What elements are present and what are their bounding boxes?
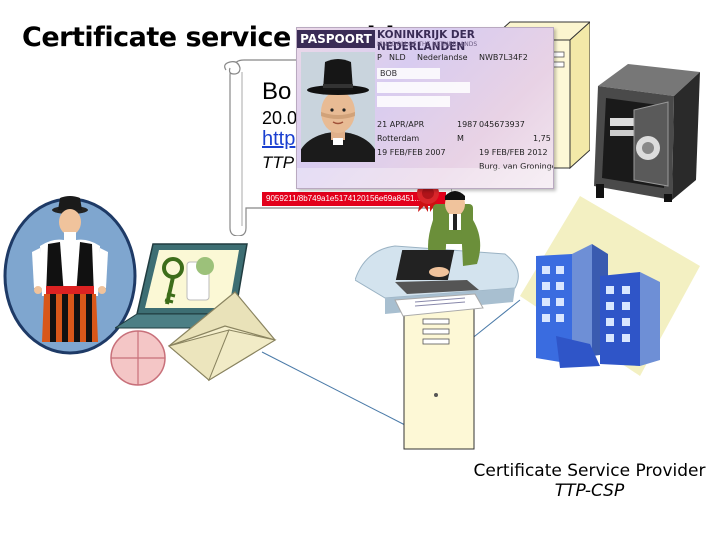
crosshair-circle-icon (110, 330, 166, 386)
passport-authority: Burg. van Groningen (479, 162, 554, 171)
passport-surname: BOB (377, 68, 440, 79)
passport-number: NWB7L34F2 (479, 53, 528, 62)
passport-blank-field (377, 96, 450, 107)
csp-caption-subtitle: TTP-CSP (554, 481, 625, 501)
passport-birthplace: Rotterdam (377, 134, 420, 143)
bob-portrait-icon (3, 196, 137, 355)
passport-country: KONINKRIJK DER NEDERLANDEN (377, 29, 475, 53)
csp-caption: Certificate Service Provider TTP-CSP (467, 461, 712, 501)
passport-code: NLD (389, 53, 406, 62)
passport-personal-number: 045673937 (479, 120, 525, 129)
office-buildings-icon (520, 196, 700, 376)
passport-expiry-date: 19 FEB/FEB 2012 (479, 148, 548, 157)
passport-issue-date: 19 FEB/FEB 2007 (377, 148, 446, 157)
passport-mrz-band (297, 168, 553, 188)
passport-birth-date: 21 APR/APR (377, 120, 425, 129)
passport-header: PASPOORT KONINKRIJK DER NEDERLANDEN KING… (297, 28, 553, 53)
passport-title: PASPOORT (297, 30, 375, 48)
envelope-icon (167, 291, 277, 382)
passport-type: P (377, 53, 382, 62)
certificate-hash: 9059211/8b749a1e5174120156e69a8451... (262, 192, 446, 206)
passport-blank-field (377, 82, 470, 93)
certificate-issuer: TTP (262, 153, 295, 172)
connector-line-left (261, 351, 406, 426)
server-tower-icon (403, 305, 475, 450)
passport-sex: M (457, 134, 464, 143)
office-worker-icon (355, 191, 519, 317)
passport-card: PASPOORT KONINKRIJK DER NEDERLANDEN KING… (296, 27, 554, 189)
certificate-date: 20.0 (262, 108, 298, 128)
connector-line-right (469, 299, 521, 341)
csp-caption-title: Certificate Service Provider (473, 461, 706, 481)
certificate-url[interactable]: http (262, 128, 296, 150)
laptop-key-icon (115, 243, 248, 329)
certificate-name: Bo (262, 78, 292, 105)
passport-birth-year: 1987 (457, 120, 478, 129)
passport-height: 1,75 (533, 134, 551, 143)
safe-icon (594, 64, 700, 202)
passport-photo (301, 52, 375, 162)
passport-nationality: Nederlandse (417, 53, 468, 62)
passport-subtitle: KINGDOM OF THE NETHERLANDS (377, 41, 478, 48)
